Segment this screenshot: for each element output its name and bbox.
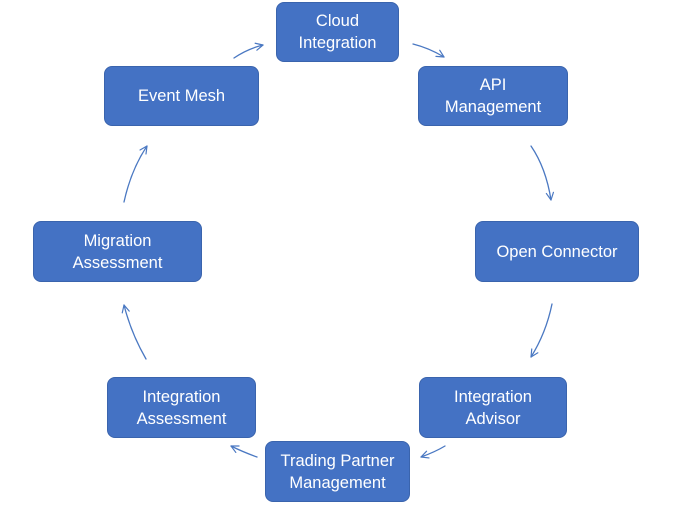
node-trading-partner-management: Trading Partner Management xyxy=(265,441,410,502)
node-api-management: API Management xyxy=(418,66,568,126)
arrow-cloud-integration-to-api-management xyxy=(412,43,445,58)
arrow-migration-assessment-to-event-mesh xyxy=(123,145,148,203)
arrow-trading-partner-management-to-integration-assessment xyxy=(230,445,258,458)
node-cloud-integration: Cloud Integration xyxy=(276,2,399,62)
node-migration-assessment: Migration Assessment xyxy=(33,221,202,282)
node-open-connector: Open Connector xyxy=(475,221,639,282)
arrow-integration-assessment-to-migration-assessment xyxy=(121,304,147,360)
arrow-event-mesh-to-cloud-integration xyxy=(233,42,264,59)
node-integration-advisor: Integration Advisor xyxy=(419,377,567,438)
arrow-api-management-to-open-connector xyxy=(530,145,555,201)
arrow-integration-advisor-to-trading-partner-management xyxy=(420,445,446,459)
arrow-open-connector-to-integration-advisor xyxy=(530,303,553,358)
node-integration-assessment: Integration Assessment xyxy=(107,377,256,438)
node-event-mesh: Event Mesh xyxy=(104,66,259,126)
